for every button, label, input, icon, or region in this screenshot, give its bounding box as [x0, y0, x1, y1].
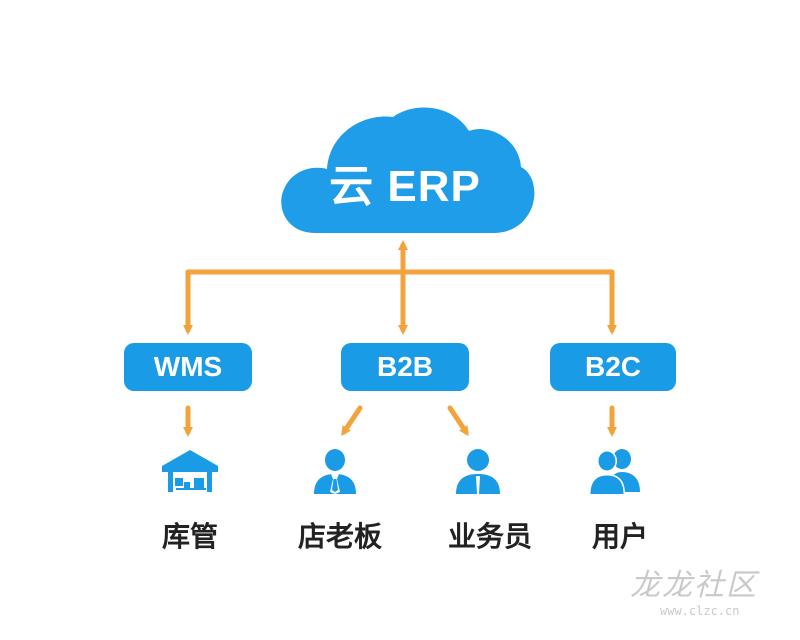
role-label-owner: 店老板 [297, 520, 382, 553]
watermark: 龙龙社区 www.clzc.cn [630, 560, 790, 630]
person-tie-icon [314, 449, 356, 494]
wms-node: WMS [124, 343, 252, 391]
role-label-user: 用户 [591, 520, 648, 553]
users-icon [589, 449, 640, 494]
b2b-to-owner-arrow [341, 405, 363, 437]
b2b-to-sales-arrow [447, 405, 469, 437]
watermark-logo-text: 龙龙社区 [630, 568, 758, 603]
cloud-erp: 云 ERP [275, 95, 535, 235]
b2b-node: B2B [341, 343, 469, 391]
watermark-url: www.clzc.cn [660, 604, 740, 618]
person-icon [456, 449, 500, 494]
role-label-sales: 业务员 [447, 520, 532, 553]
warehouse-icon [162, 450, 218, 492]
b2c-node: B2C [550, 343, 676, 391]
cloud-icon [281, 107, 535, 233]
cloud-erp-label: 云 ERP [329, 162, 481, 211]
role-label-warehouse: 库管 [161, 520, 218, 553]
